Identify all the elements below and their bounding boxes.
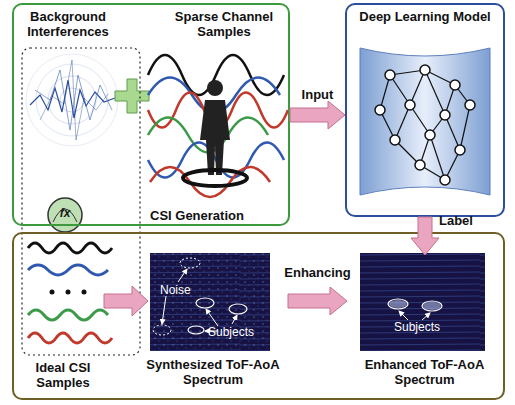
enhanced-spectrum-image bbox=[389, 300, 407, 308]
plus-sign bbox=[115, 79, 149, 113]
sparse-channel-art bbox=[207, 80, 223, 96]
ideal-csi-waves bbox=[28, 310, 108, 320]
background-interference-art bbox=[26, 54, 118, 146]
annotation-label: Subjects bbox=[394, 320, 454, 335]
synthesized-spectrum-image bbox=[180, 258, 200, 268]
neural-network-icon bbox=[465, 100, 475, 110]
sparse-channel-art bbox=[150, 167, 270, 197]
neural-network-icon bbox=[440, 175, 450, 185]
neural-network-icon bbox=[450, 80, 460, 90]
synthesized-spectrum-image bbox=[229, 304, 247, 314]
enhanced-spectrum-image bbox=[422, 313, 430, 320]
synthesized-spectrum-image bbox=[162, 269, 237, 331]
neural-network-icon bbox=[360, 48, 490, 195]
annotation-label: CSI Generation bbox=[150, 208, 280, 223]
synthesized-spectrum-image bbox=[153, 325, 171, 335]
node-text: Ideal CSI Samples bbox=[18, 360, 108, 390]
pink-block-arrow bbox=[104, 286, 148, 316]
enhanced-spectrum-image bbox=[399, 311, 430, 320]
edge-label: Enhancing bbox=[278, 265, 358, 280]
synthesized-spectrum-image bbox=[162, 296, 166, 324]
neural-network-icon bbox=[425, 70, 445, 115]
plus-sign bbox=[115, 79, 149, 113]
synthesized-spectrum-image bbox=[188, 326, 204, 334]
neural-network-icon bbox=[375, 105, 385, 115]
background-interference-art bbox=[26, 54, 118, 146]
node-text: Background Interferences bbox=[18, 9, 118, 39]
ideal-csi-waves bbox=[82, 290, 87, 295]
synthesized-spectrum-image bbox=[150, 253, 270, 351]
sparse-channel-art bbox=[148, 55, 288, 197]
neural-network-icon bbox=[380, 70, 470, 180]
ideal-csi-waves bbox=[50, 290, 55, 295]
neural-network-icon bbox=[460, 105, 470, 150]
enhanced-spectrum-image bbox=[360, 253, 485, 351]
enhanced-spectrum-image bbox=[388, 299, 408, 309]
node-text: Deep Learning Model bbox=[347, 9, 503, 24]
model-box: Deep Learning Model bbox=[345, 3, 505, 217]
neural-network-icon bbox=[455, 145, 465, 155]
edge-label: Label bbox=[439, 213, 473, 228]
enhanced-spectrum-image bbox=[399, 311, 408, 320]
neural-network-icon bbox=[415, 160, 425, 170]
input-group-box: Background Interferences Sparse Channel S… bbox=[12, 3, 290, 226]
synthesized-spectrum-image bbox=[196, 298, 214, 308]
node-text: Synthesized ToF-AoA Spectrum bbox=[138, 357, 288, 387]
block-arrow bbox=[290, 101, 345, 129]
ideal-csi-waves bbox=[28, 243, 112, 343]
synthesized-spectrum-image bbox=[232, 315, 237, 324]
background-interference-art bbox=[36, 64, 108, 136]
synthesized-spectrum-image bbox=[178, 269, 187, 282]
background-interference-art bbox=[35, 70, 112, 130]
ideal-csi-waves bbox=[66, 290, 71, 295]
enhanced-spectrum-image bbox=[388, 299, 442, 311]
annotation-label: Subjects bbox=[208, 325, 268, 340]
synthesized-spectrum-image bbox=[206, 309, 218, 326]
enhanced-spectrum-image bbox=[360, 253, 485, 351]
edge-label: Input bbox=[293, 87, 343, 102]
neural-network-icon bbox=[420, 65, 430, 75]
neural-network-icon bbox=[430, 135, 445, 180]
neural-network-icon bbox=[440, 110, 450, 120]
annotation-label: fx bbox=[50, 206, 80, 221]
sparse-channel-art bbox=[200, 100, 230, 175]
neural-network-icon bbox=[360, 48, 490, 195]
node-text: Sparse Channel Samples bbox=[164, 9, 284, 39]
synthesized-spectrum-image bbox=[150, 253, 270, 351]
sparse-channel-art bbox=[148, 55, 284, 95]
function-symbol bbox=[48, 198, 82, 232]
block-arrow bbox=[411, 217, 439, 255]
function-symbol bbox=[48, 198, 82, 232]
enhanced-spectrum-image bbox=[422, 301, 442, 311]
pink-block-arrow bbox=[104, 286, 148, 316]
enhanced-spectrum-image bbox=[423, 302, 441, 310]
neural-network-icon bbox=[405, 100, 415, 110]
synthesized-spectrum-image bbox=[153, 258, 200, 335]
ideal-csi-waves bbox=[28, 243, 112, 253]
neural-network-icon bbox=[385, 70, 395, 80]
dotted-group bbox=[22, 48, 140, 355]
generation-group-box: Ideal CSI Samples Synthesized ToF-AoA Spe… bbox=[12, 232, 505, 400]
ideal-csi-waves bbox=[28, 265, 108, 275]
neural-network-icon bbox=[425, 130, 435, 140]
node-text: Enhanced ToF-AoA Spectrum bbox=[347, 357, 502, 387]
background-interference-art bbox=[40, 60, 108, 140]
synthesized-spectrum-image bbox=[150, 253, 270, 351]
annotation-label: Noise bbox=[160, 283, 200, 298]
block-arrow bbox=[288, 287, 347, 315]
neural-network-icon bbox=[390, 135, 400, 145]
sparse-channel-art bbox=[183, 170, 247, 186]
ideal-csi-waves bbox=[28, 333, 112, 343]
neural-network-icon bbox=[375, 65, 475, 185]
